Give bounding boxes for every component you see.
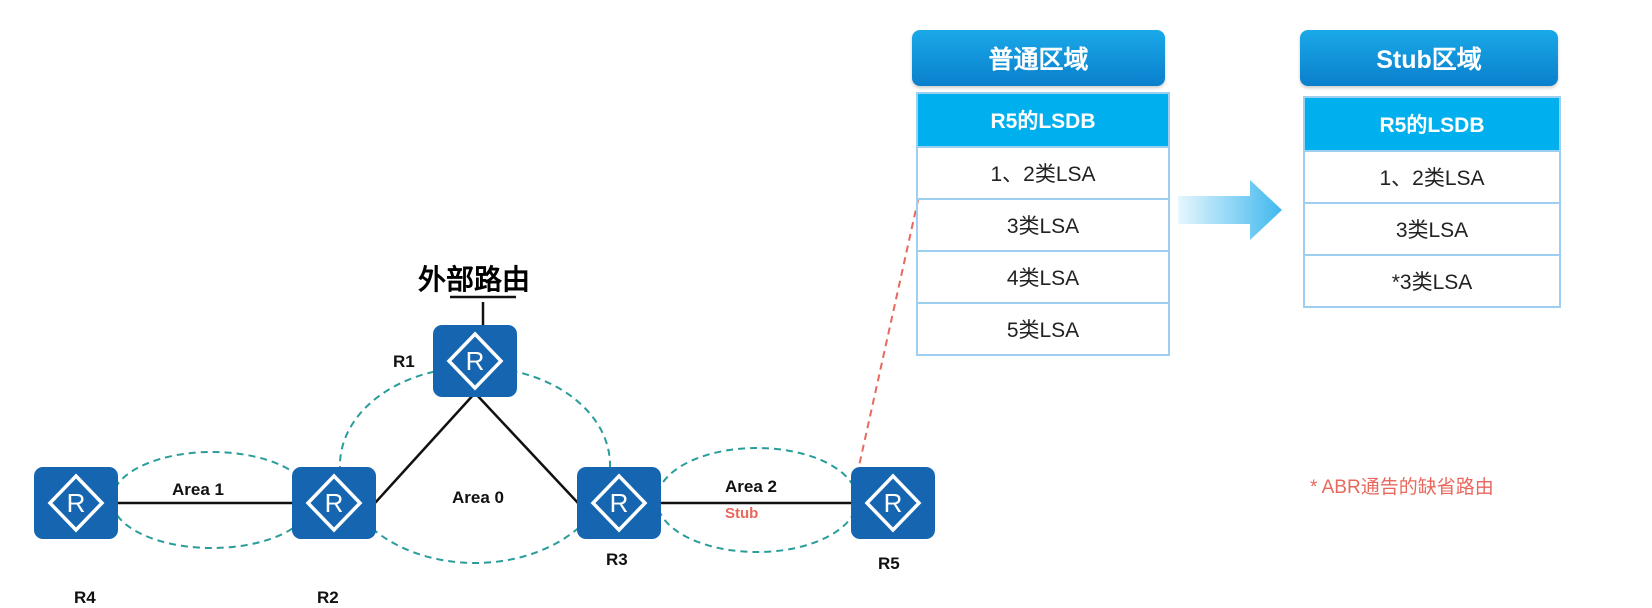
router-label-r3: R3 (606, 550, 628, 569)
table-header: R5的LSDB (918, 94, 1168, 146)
router-icon: R (864, 473, 922, 533)
svg-text:R: R (466, 346, 485, 376)
external-route-label: 外部路由 (418, 264, 531, 295)
link-r1-r3 (474, 392, 579, 504)
router-label-r1: R1 (393, 352, 415, 371)
router-label-r4: R4 (74, 588, 96, 607)
normal-area-lsdb-table: R5的LSDB 1、2类LSA 3类LSA 4类LSA 5类LSA (916, 92, 1170, 356)
footnote: * ABR通告的缺省路由 (1310, 477, 1494, 498)
router-icon: R (47, 473, 105, 533)
table-row: 5类LSA (918, 302, 1168, 354)
stub-area-lsdb-table: R5的LSDB 1、2类LSA 3类LSA *3类LSA (1303, 96, 1561, 308)
router-label-r5: R5 (878, 554, 900, 573)
table-row: 4类LSA (918, 250, 1168, 302)
table-row: 1、2类LSA (1305, 150, 1559, 202)
stub-area-title: Stub区域 (1300, 30, 1558, 86)
router-r5[interactable]: R (851, 467, 935, 539)
normal-area-title: 普通区域 (912, 30, 1165, 86)
table-row-default-route: *3类LSA (1305, 254, 1559, 306)
area0-label: Area 0 (452, 488, 504, 507)
callout-line (856, 199, 919, 476)
area2-label: Area 2 (725, 477, 777, 496)
table-row: 3类LSA (918, 198, 1168, 250)
arrow-icon (1178, 180, 1282, 240)
svg-text:R: R (884, 488, 903, 518)
area1-label: Area 1 (172, 480, 224, 499)
link-r2-r1 (374, 392, 476, 504)
area1-boundary (111, 451, 313, 549)
area2-boundary (656, 447, 858, 553)
router-icon: R (446, 331, 504, 391)
svg-text:R: R (325, 488, 344, 518)
router-r1[interactable]: R (433, 325, 517, 397)
table-row: 1、2类LSA (918, 146, 1168, 198)
area2-type-label: Stub (725, 505, 759, 522)
router-r4[interactable]: R (34, 467, 118, 539)
router-label-r2: R2 (317, 588, 339, 607)
router-icon: R (590, 473, 648, 533)
table-header: R5的LSDB (1305, 98, 1559, 150)
svg-text:R: R (67, 488, 86, 518)
router-icon: R (305, 473, 363, 533)
router-r3[interactable]: R (577, 467, 661, 539)
table-row: 3类LSA (1305, 202, 1559, 254)
svg-text:R: R (610, 488, 629, 518)
router-r2[interactable]: R (292, 467, 376, 539)
